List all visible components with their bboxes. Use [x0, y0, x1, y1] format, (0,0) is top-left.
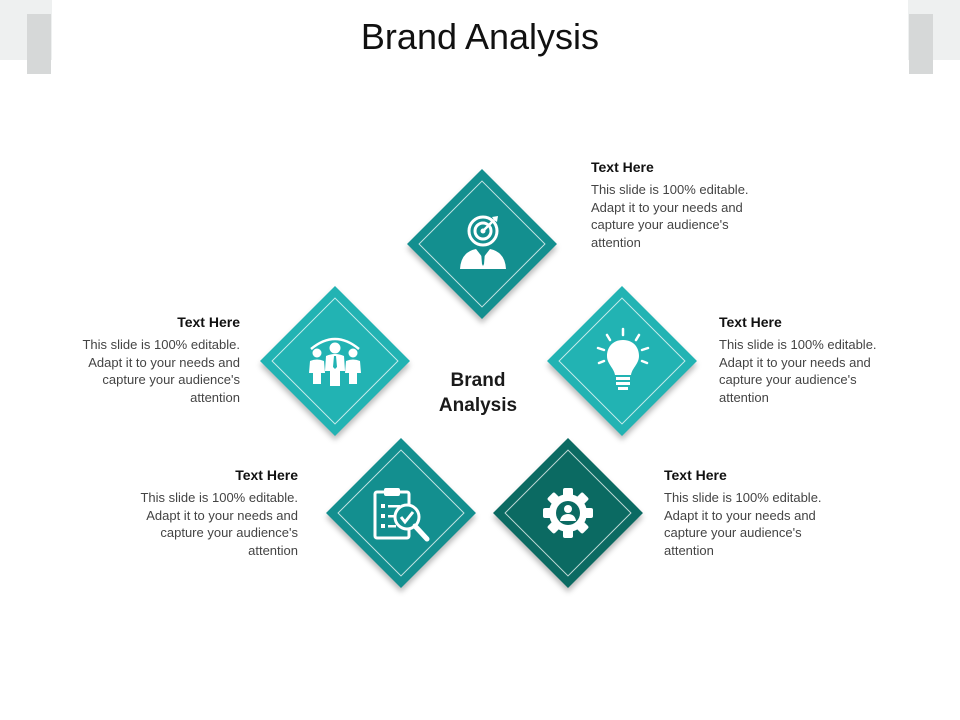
center-label-line-2: Analysis — [438, 395, 518, 416]
text-block-bottom-left: Text Here This slide is 100% editable. A… — [128, 467, 298, 559]
text-block-bottom-left-body: This slide is 100% editable. Adapt it to… — [140, 490, 298, 558]
corner-bar-right — [909, 14, 933, 74]
text-block-top: Text Here This slide is 100% editable. A… — [591, 159, 761, 251]
page-title: Brand Analysis — [360, 16, 600, 57]
text-block-top-heading: Text Here — [591, 159, 654, 175]
text-block-left: Text Here This slide is 100% editable. A… — [70, 314, 240, 406]
team-icon — [309, 337, 361, 386]
text-block-bottom-right: Text Here This slide is 100% editable. A… — [664, 467, 834, 559]
text-block-right: Text Here This slide is 100% editable. A… — [719, 314, 889, 406]
text-block-top-body: This slide is 100% editable. Adapt it to… — [591, 182, 749, 250]
center-label: Brand Analysis — [418, 368, 538, 418]
text-block-bottom-left-heading: Text Here — [235, 467, 298, 483]
text-block-left-heading: Text Here — [177, 314, 240, 330]
text-block-right-heading: Text Here — [719, 314, 782, 330]
text-block-bottom-right-heading: Text Here — [664, 467, 727, 483]
text-block-bottom-right-body: This slide is 100% editable. Adapt it to… — [664, 490, 822, 558]
text-block-right-body: This slide is 100% editable. Adapt it to… — [719, 337, 877, 405]
corner-bar-left — [27, 14, 51, 74]
target-person-icon — [460, 215, 506, 269]
center-label-line-1: Brand — [450, 370, 506, 391]
gear-person-icon — [543, 488, 593, 538]
clipboard-search-icon — [373, 488, 430, 542]
lightbulb-icon — [596, 327, 650, 390]
text-block-left-body: This slide is 100% editable. Adapt it to… — [82, 337, 240, 405]
